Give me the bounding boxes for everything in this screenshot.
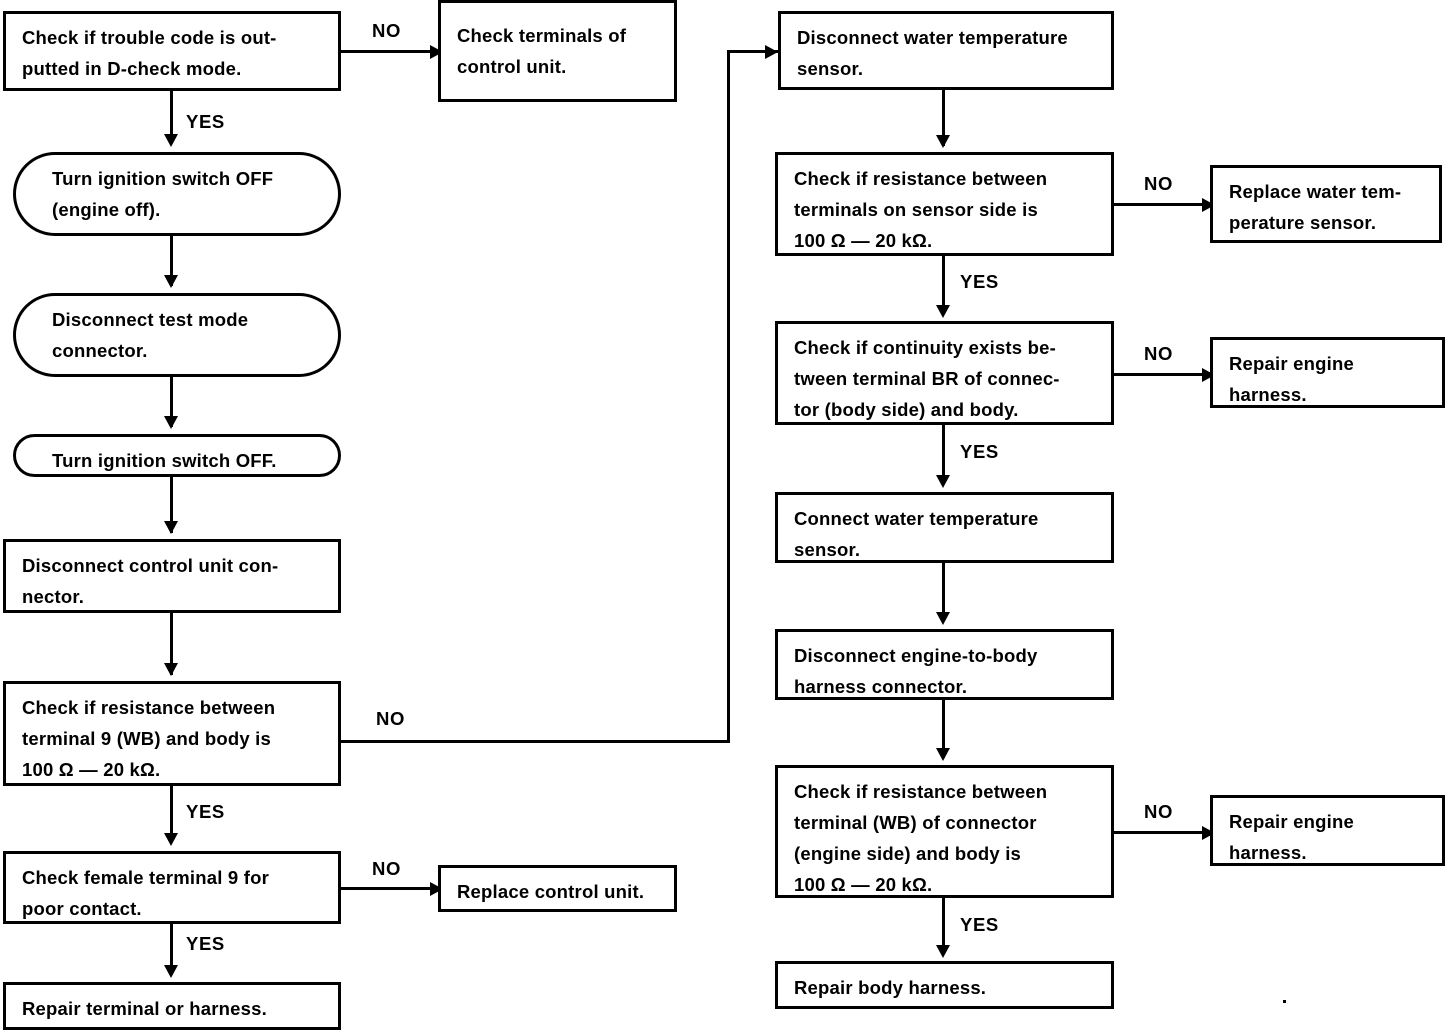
edge-n7-n11-seg-h2 bbox=[727, 50, 785, 53]
edge-n8-n10-line bbox=[170, 924, 173, 972]
edge-n7-n8-arrow bbox=[164, 833, 178, 846]
node-turn-ignition-switch-off[interactable]: Turn ignition switch OFF. bbox=[13, 434, 341, 477]
node-repair-terminal-or-harness[interactable]: Repair terminal or harness. bbox=[3, 982, 341, 1030]
node-check-resistance-terminal-wb[interactable]: Check if resistance between terminal (WB… bbox=[775, 765, 1114, 898]
edge-n11-n12-arrow bbox=[936, 135, 950, 148]
node-turn-ignition-off-engine-off[interactable]: Turn ignition switch OFF (engine off). bbox=[13, 152, 341, 236]
edge-n12-n13-line bbox=[1114, 203, 1217, 206]
edge-label-n18-yes: YES bbox=[960, 914, 999, 935]
edge-n4-n5-arrow bbox=[164, 416, 178, 429]
scan-speck bbox=[1283, 1000, 1286, 1003]
edge-n8-n10-arrow bbox=[164, 965, 178, 978]
edge-n17-n18-arrow bbox=[936, 748, 950, 761]
edge-label-n12-no: NO bbox=[1144, 173, 1173, 194]
edge-n5-n6-line bbox=[170, 477, 173, 533]
node-check-continuity-terminal-br[interactable]: Check if continuity exists be- tween ter… bbox=[775, 321, 1114, 425]
edge-label-n8-yes: YES bbox=[186, 933, 225, 954]
edge-label-n7-no: NO bbox=[376, 708, 405, 729]
edge-n8-n9-line bbox=[341, 887, 445, 890]
node-connect-water-temperature-sensor[interactable]: Connect water temperature sensor. bbox=[775, 492, 1114, 563]
edge-n3-n4-arrow bbox=[164, 275, 178, 288]
edge-label-n14-yes: YES bbox=[960, 441, 999, 462]
edge-label-n14-no: NO bbox=[1144, 343, 1173, 364]
node-repair-engine-harness-lower[interactable]: Repair engine harness. bbox=[1210, 795, 1445, 866]
edge-label-n1-no: NO bbox=[372, 20, 401, 41]
edge-n1-n2-line bbox=[341, 50, 445, 53]
node-repair-body-harness[interactable]: Repair body harness. bbox=[775, 961, 1114, 1009]
node-disconnect-engine-to-body-harness[interactable]: Disconnect engine-to-body harness connec… bbox=[775, 629, 1114, 700]
edge-n5-n6-arrow bbox=[164, 521, 178, 534]
edge-n6-n7-arrow bbox=[164, 663, 178, 676]
edge-n17-n18-line bbox=[942, 700, 945, 758]
node-check-terminals-control-unit[interactable]: Check terminals of control unit. bbox=[438, 0, 677, 102]
node-check-resistance-terminal-9[interactable]: Check if resistance between terminal 9 (… bbox=[3, 681, 341, 786]
edge-n18-n19-line bbox=[1114, 831, 1217, 834]
edge-n18-n20-line bbox=[942, 898, 945, 954]
edge-n7-n11-seg-h1 bbox=[341, 740, 730, 743]
edge-label-n7-yes: YES bbox=[186, 801, 225, 822]
edge-n12-n14-arrow bbox=[936, 305, 950, 318]
edge-n12-n14-line bbox=[942, 256, 945, 314]
node-check-female-terminal-9[interactable]: Check female terminal 9 for poor contact… bbox=[3, 851, 341, 924]
edge-n14-n16-line bbox=[942, 425, 945, 483]
node-check-resistance-sensor-side[interactable]: Check if resistance between terminals on… bbox=[775, 152, 1114, 256]
edge-n14-n15-line bbox=[1114, 373, 1217, 376]
node-disconnect-water-temperature-sensor[interactable]: Disconnect water temperature sensor. bbox=[778, 11, 1114, 90]
node-replace-water-temperature-sensor[interactable]: Replace water tem- perature sensor. bbox=[1210, 165, 1442, 243]
edge-label-n8-no: NO bbox=[372, 858, 401, 879]
edge-n1-n3-line bbox=[170, 91, 173, 142]
edge-n1-n3-arrow bbox=[164, 134, 178, 147]
edge-n16-n17-arrow bbox=[936, 612, 950, 625]
edge-n11-n12-line bbox=[942, 90, 945, 146]
node-check-trouble-code[interactable]: Check if trouble code is out- putted in … bbox=[3, 11, 341, 91]
node-disconnect-control-unit-connector[interactable]: Disconnect control unit con- nector. bbox=[3, 539, 341, 613]
edge-n4-n5-line bbox=[170, 377, 173, 427]
node-disconnect-test-mode-connector[interactable]: Disconnect test mode connector. bbox=[13, 293, 341, 377]
node-repair-engine-harness-upper[interactable]: Repair engine harness. bbox=[1210, 337, 1445, 408]
edge-n18-n20-arrow bbox=[936, 945, 950, 958]
edge-n3-n4-line bbox=[170, 236, 173, 286]
edge-n16-n17-line bbox=[942, 563, 945, 621]
node-replace-control-unit[interactable]: Replace control unit. bbox=[438, 865, 677, 912]
edge-label-n18-no: NO bbox=[1144, 801, 1173, 822]
edge-n7-n11-arrow bbox=[765, 45, 778, 59]
edge-label-n12-yes: YES bbox=[960, 271, 999, 292]
edge-n7-n11-seg-v bbox=[727, 50, 730, 743]
edge-n14-n16-arrow bbox=[936, 475, 950, 488]
edge-n6-n7-line bbox=[170, 613, 173, 675]
edge-n7-n8-line bbox=[170, 786, 173, 842]
edge-label-n1-yes: YES bbox=[186, 111, 225, 132]
